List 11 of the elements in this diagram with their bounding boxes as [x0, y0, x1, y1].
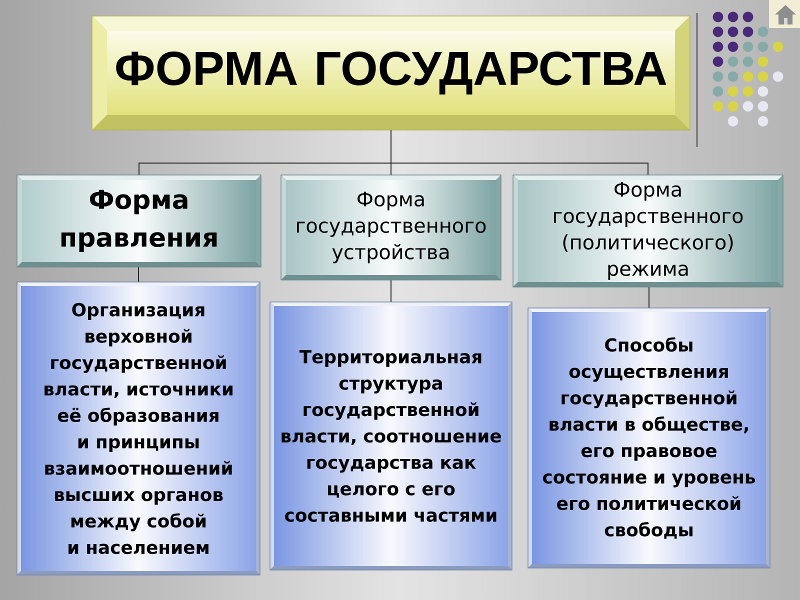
connector-line	[138, 266, 139, 282]
connector-line	[390, 280, 392, 302]
description-box: Территориальная структура государственной власти, соотношение государства как целого с его составными частями	[270, 302, 512, 570]
description-box: Организация верховной государственной власти, источники её образования и принципы взаимоотношений высших органов между собой и населением	[16, 282, 260, 576]
category-box: Форма государственного устройства	[280, 174, 502, 280]
connector-line	[648, 286, 650, 308]
category-box: Форма правления	[16, 174, 262, 268]
description-box: Способы осуществления государственной власти в обществе, его правовое состояние и уровень его политической свободы	[528, 308, 770, 568]
category-box: Форма государственного (политического) режима	[512, 174, 784, 288]
title-box: ФОРМА ГОСУДАРСТВА	[92, 16, 690, 130]
connector-line	[390, 130, 648, 176]
